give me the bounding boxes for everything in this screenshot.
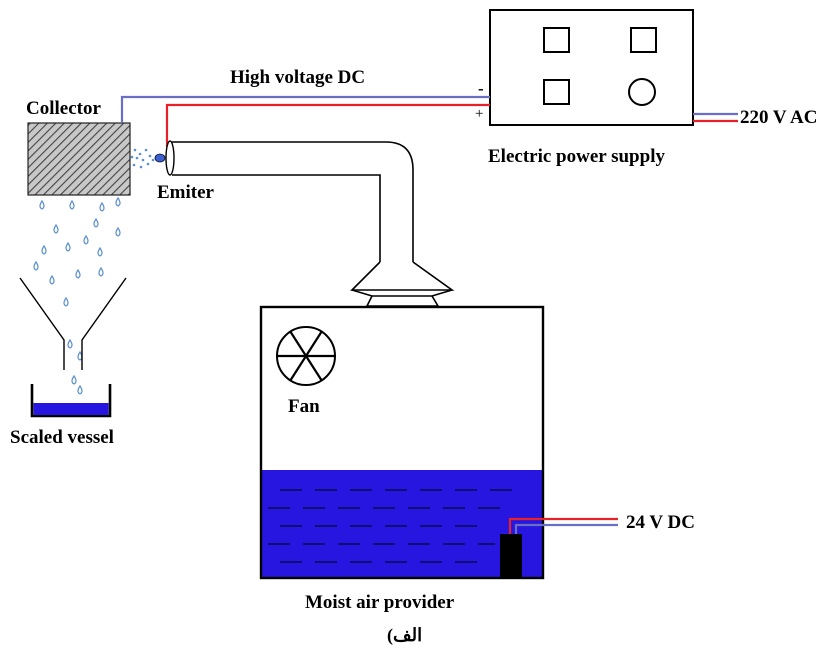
collector-block [27, 122, 131, 196]
water-droplets [33, 196, 121, 395]
duct-flange [351, 289, 453, 307]
funnel [19, 277, 127, 370]
collector-label: Collector [26, 98, 101, 119]
supply-indicator-circle [628, 78, 656, 106]
positive-wire [165, 103, 490, 147]
minus-sign: - [478, 79, 484, 98]
spray-particles [130, 148, 155, 169]
caption-label: الف) [387, 625, 423, 645]
duct-funnel [350, 261, 455, 291]
dc-wire-neg [514, 523, 618, 534]
moist-air-label: Moist air provider [305, 592, 455, 613]
negative-wire [120, 95, 490, 123]
supply-socket-2 [630, 27, 657, 53]
power-supply-box [489, 9, 694, 126]
dc-input-label: 24 V DC [626, 512, 695, 533]
air-duct [172, 141, 414, 262]
moist-air-tank [259, 305, 545, 580]
scaled-vessel [30, 384, 112, 418]
scaled-vessel-label: Scaled vessel [10, 427, 114, 448]
dc-wire-pos [508, 517, 618, 534]
supply-socket-3 [543, 79, 570, 105]
humidifier-unit [500, 534, 522, 578]
fan-label: Fan [288, 396, 320, 417]
emitter-tip [154, 153, 166, 163]
plus-sign: + [475, 106, 484, 122]
tank-water [262, 470, 543, 578]
supply-socket-1 [543, 27, 570, 53]
emitter-nozzle [165, 140, 175, 176]
water-ripples [268, 489, 512, 563]
fan-icon [276, 326, 336, 386]
high-voltage-label: High voltage DC [230, 67, 366, 88]
ac-input-label: 220 V AC [740, 107, 818, 128]
vessel-water [33, 403, 109, 415]
power-supply-label: Electric power supply [488, 146, 665, 167]
emitter-label: Emiter [157, 182, 214, 203]
